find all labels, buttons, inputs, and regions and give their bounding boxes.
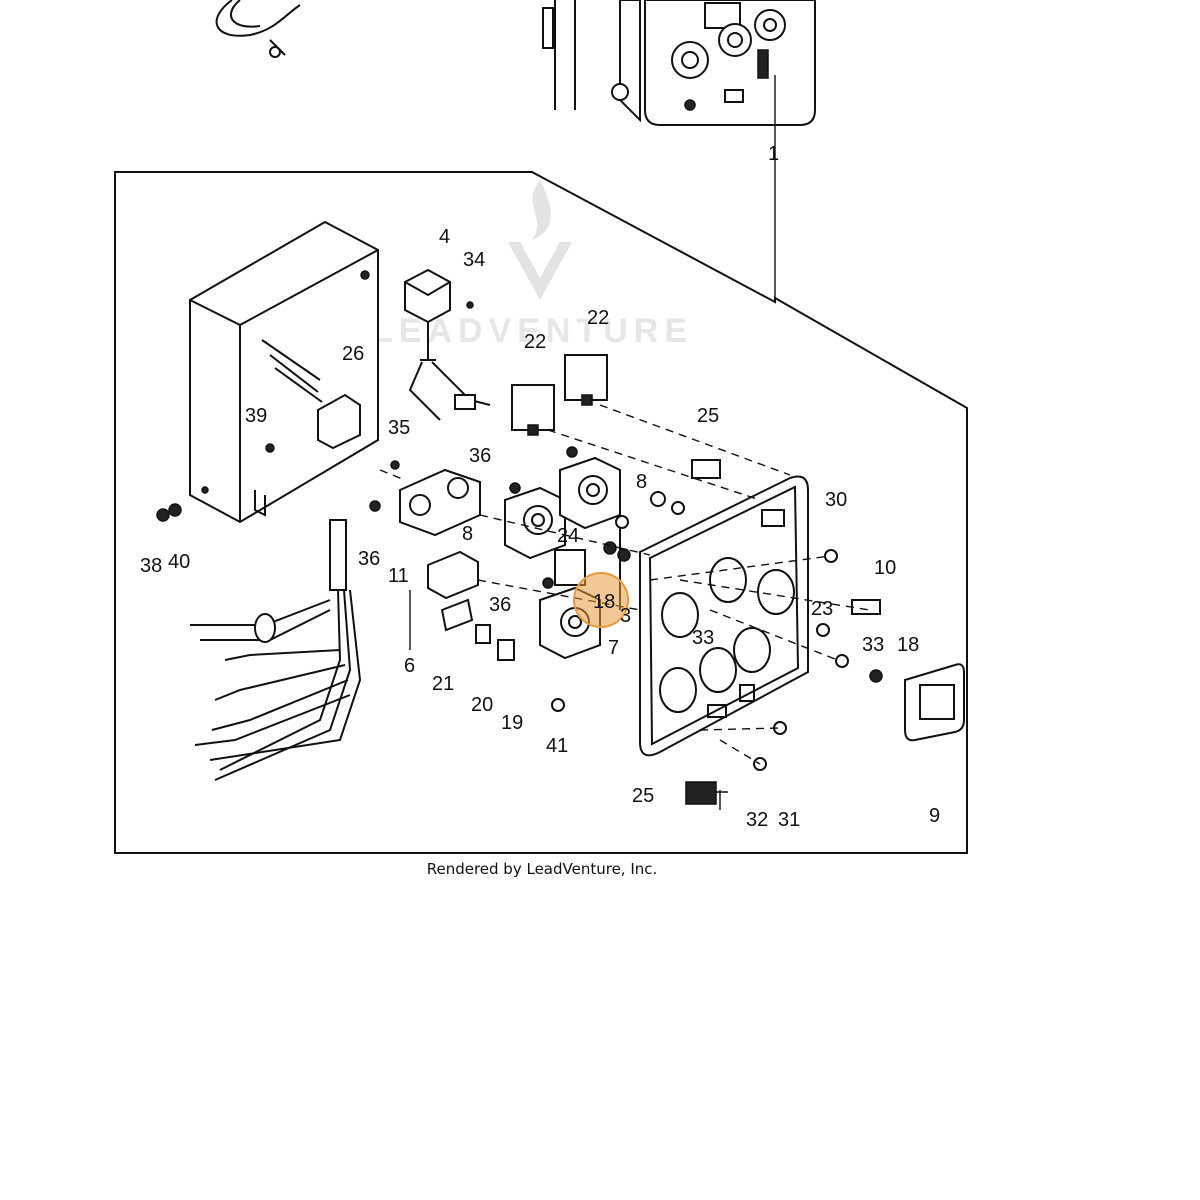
front-control-panel: [619, 475, 809, 757]
callout-25-upper: 25: [697, 405, 719, 427]
highlight-label: 18: [593, 591, 615, 613]
switch-part-25-lower: [685, 781, 717, 805]
callout-34: 34: [463, 249, 485, 271]
watermark-logo: LEADVENTURE: [372, 180, 687, 350]
callout-33-right: 33: [862, 634, 884, 656]
callout-26: 26: [342, 343, 364, 365]
callout-4: 4: [439, 226, 450, 248]
callout-36-mid: 36: [358, 548, 380, 570]
callout-41: 41: [546, 735, 568, 757]
callout-11: 11: [388, 565, 409, 587]
callout-40: 40: [168, 551, 190, 573]
callout-18-right: 18: [897, 634, 919, 656]
terminal-block-26: [261, 339, 400, 470]
meter-part-9: [904, 663, 965, 742]
exploded-view-frame: [114, 171, 968, 854]
assembled-control-box: [542, 0, 816, 126]
callout-7: 7: [608, 637, 619, 659]
callout-36-low: 36: [489, 594, 511, 616]
callout-31: 31: [778, 809, 800, 831]
callout-24: 24: [557, 525, 579, 547]
relay-part-4: [404, 268, 491, 421]
callout-38: 38: [140, 555, 162, 577]
leader-lines: [379, 404, 871, 810]
callout-25-lower: 25: [632, 785, 654, 807]
callout-33-left: 33: [692, 627, 714, 649]
callout-21: 21: [432, 673, 454, 695]
wire-harness: [190, 519, 362, 781]
highlight-marker: [573, 572, 629, 628]
callout-22-right: 22: [587, 307, 609, 329]
callout-36-top: 36: [469, 445, 491, 467]
callout-1: 1: [768, 143, 779, 165]
callout-8-right: 8: [636, 471, 647, 493]
callout-32: 32: [746, 809, 768, 831]
rear-housing: [189, 220, 379, 524]
battery-clamp-cables: [215, 0, 301, 58]
render-credit: Rendered by LeadVenture, Inc.: [426, 860, 658, 878]
part-24: [554, 549, 586, 586]
callout-20: 20: [471, 694, 493, 716]
receptacles-part-8: [504, 446, 621, 560]
callout-10: 10: [874, 557, 896, 579]
callout-35: 35: [388, 417, 410, 439]
callout-9: 9: [929, 805, 940, 827]
callout-22-left: 22: [524, 331, 546, 353]
callout-23: 23: [811, 598, 833, 620]
circuit-breakers-22: [511, 354, 608, 436]
switch-assemblies-6-21-20-19: [427, 550, 515, 661]
callout-30: 30: [825, 489, 847, 511]
callout-3: 3: [620, 605, 631, 627]
callout-6: 6: [404, 655, 415, 677]
callout-39: 39: [245, 405, 267, 427]
callout-8-left: 8: [462, 523, 473, 545]
callout-labels: 1 4 34 22 22 26 39 35 25 36 8 8 30 24 36…: [140, 143, 940, 831]
fasteners: [156, 491, 883, 771]
switch-part-25-upper: [691, 459, 721, 479]
callout-19: 19: [501, 712, 523, 734]
